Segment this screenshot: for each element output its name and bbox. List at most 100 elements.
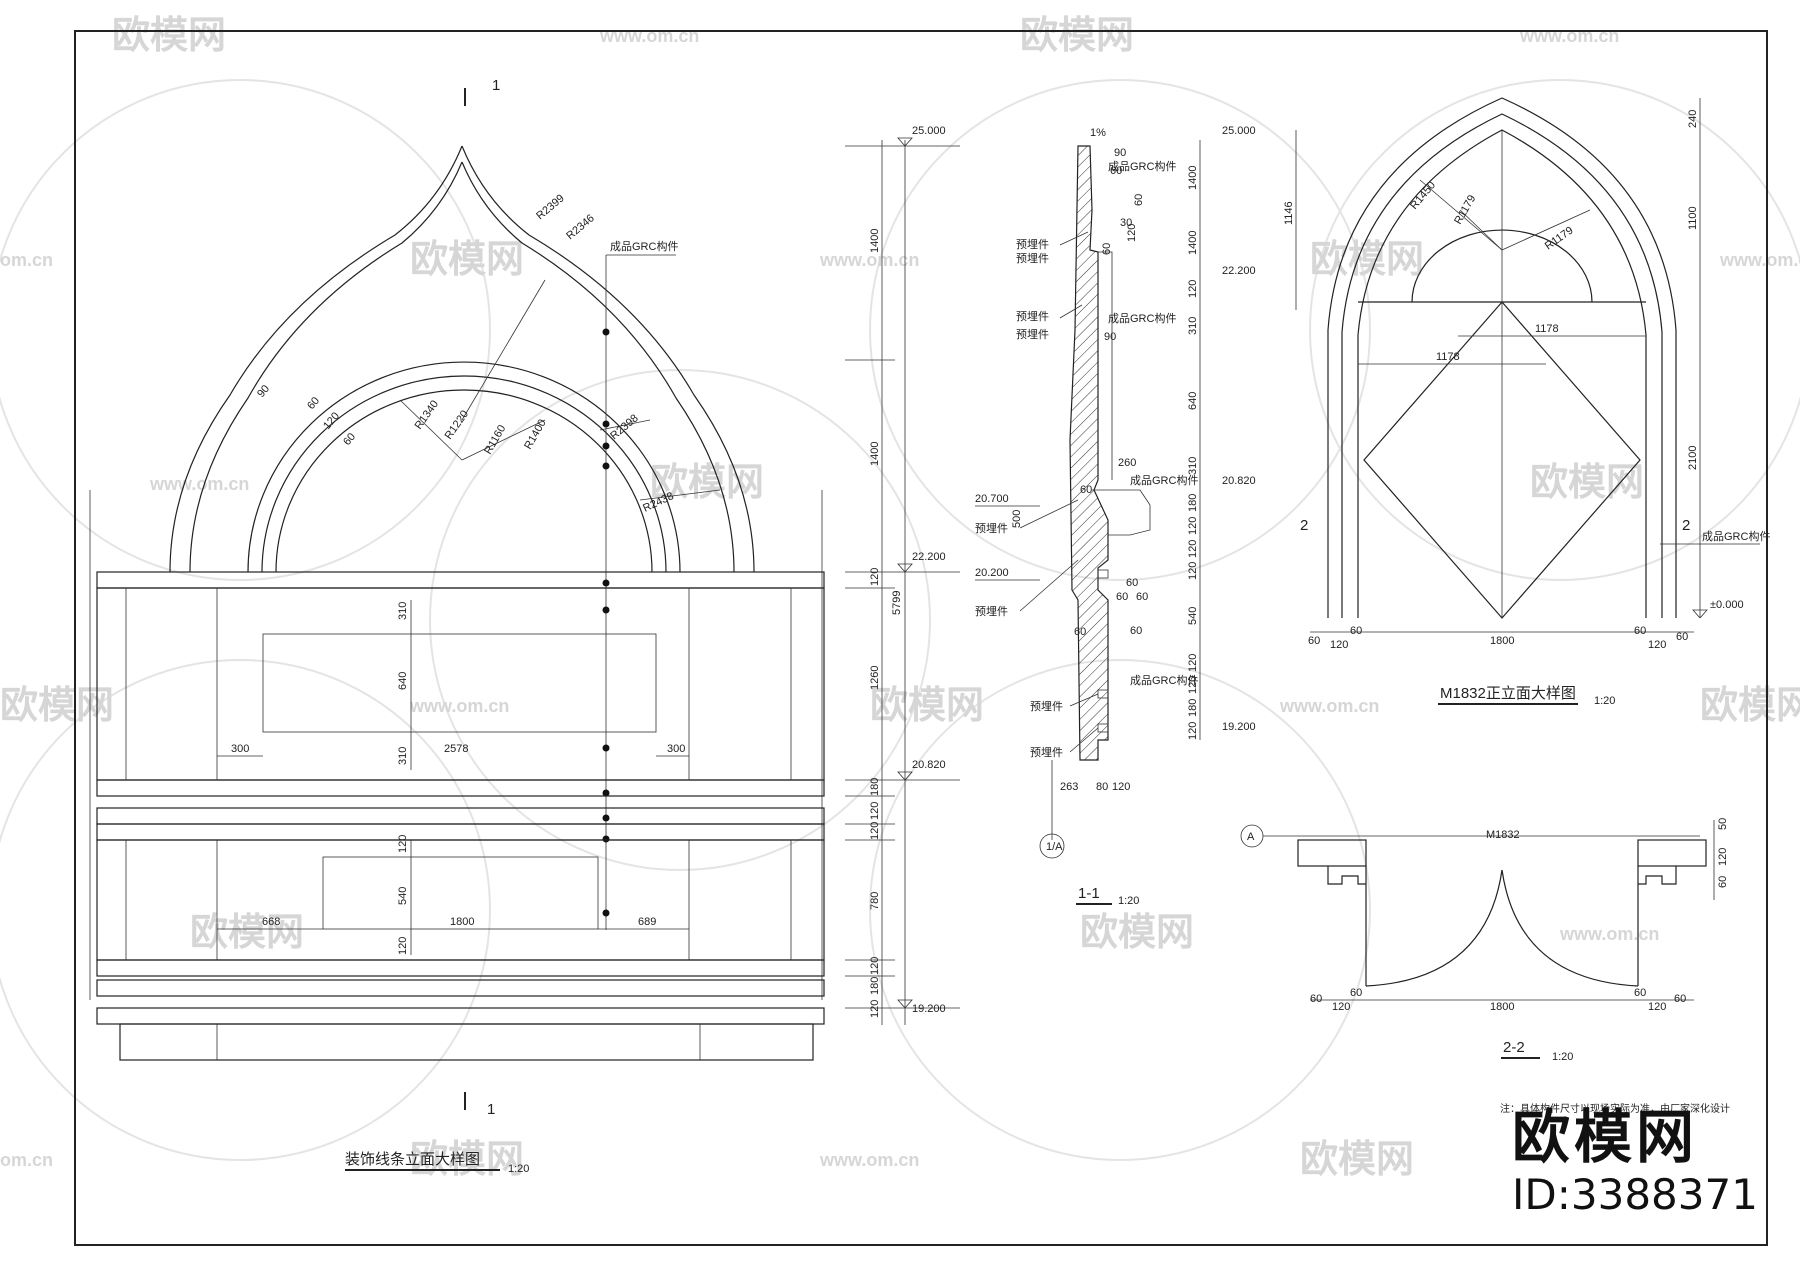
watermark-url: om.cn: [0, 1150, 53, 1170]
slope-label: 1%: [1090, 127, 1106, 139]
callout-label: 成品GRC构件: [1702, 529, 1770, 543]
grid-bubble: 1/A: [1046, 841, 1063, 853]
molding-bands: [96, 571, 825, 1061]
callout-label: 成品GRC构件: [610, 239, 678, 253]
dim-total: 5799: [891, 591, 903, 615]
watermark-url: www.om.cn: [819, 1150, 919, 1170]
watermark-brand: 欧模网: [1020, 15, 1134, 57]
watermark-url: www.om.cn: [1279, 696, 1379, 716]
dim-label: 263: [1060, 781, 1078, 793]
dim-label: 60: [1080, 484, 1092, 496]
dim-label: 120: [1187, 517, 1199, 535]
dim-label: 1400: [1187, 166, 1199, 190]
watermark-brand: 欧模网: [870, 685, 984, 727]
dim-label: 1400: [869, 442, 881, 466]
dim-label: 120: [1187, 676, 1199, 694]
dim-label: 120: [869, 822, 881, 840]
dim-label: 1800: [450, 916, 474, 928]
dim-label: 120: [1330, 639, 1348, 651]
dim-label: 120: [1187, 654, 1199, 672]
dim-label: 120: [1332, 1001, 1350, 1013]
dim-label: 90: [1104, 331, 1116, 343]
watermark-arcs: [0, 79, 1800, 1161]
drawing-scale: 1:20: [508, 1163, 529, 1175]
molding-pilasters: [89, 490, 823, 1060]
brand-id-text: ID:3388371: [1512, 1170, 1758, 1219]
dim-label: 1178: [1535, 323, 1559, 335]
level-label: 25.000: [1222, 125, 1256, 137]
drawing-title: 装饰线条立面大样图: [345, 1151, 480, 1168]
drawing-door-elevation: R1450 R1179 R1179 1178 1178 1800 60 120 …: [1283, 97, 1770, 707]
dim-label: 120: [869, 802, 881, 820]
dim-label: 60: [1116, 591, 1128, 603]
dim-label: 60: [1110, 165, 1122, 177]
watermark-url: www.om.cn: [409, 696, 509, 716]
dim-label: 120: [1187, 280, 1199, 298]
radius-leader: [399, 399, 463, 461]
watermark-url: www.om.cn: [819, 250, 919, 270]
callout-leaders: [1019, 231, 1099, 753]
dim-label: 60: [1634, 625, 1646, 637]
arch-ring-2: [261, 375, 667, 573]
dim-label: 60: [1674, 993, 1686, 1005]
watermark-url: www.om.cn: [1559, 924, 1659, 944]
section-mark-label: 2: [1682, 517, 1690, 534]
dim-label: 60: [1136, 591, 1148, 603]
dim-label: 689: [638, 916, 656, 928]
drawing-section-2-2: A M1832 60 120 60 1800 60 120 60 50 120 …: [1240, 818, 1729, 1063]
dim-label: 50: [1717, 818, 1729, 830]
dim-label: 60: [1074, 626, 1086, 638]
watermark-brand: 欧模网: [1080, 912, 1194, 954]
section-details: [1039, 251, 1151, 859]
dim-label: 60: [1308, 635, 1320, 647]
dim-label: 1400: [1187, 231, 1199, 255]
watermark-brand: 欧模网: [1300, 1139, 1414, 1181]
radius-leader: [1501, 209, 1591, 251]
dim-label: 540: [1187, 607, 1199, 625]
dim-label: 120: [397, 835, 409, 853]
drawing-scale: 1:20: [1118, 895, 1139, 907]
dim-label: 60: [1350, 987, 1362, 999]
watermark-brand: 欧模网: [650, 462, 764, 504]
dim-label: 310: [1187, 457, 1199, 475]
dim-chain-ticks: [845, 145, 960, 1009]
door-swing-left: [1365, 869, 1503, 987]
drawing-molding-elevation: R2399 R2346 R1340 R1220 R1160 R1400 R239…: [89, 77, 960, 1175]
dim-label: 80: [1096, 781, 1108, 793]
dim-label: 60: [1101, 243, 1113, 255]
brand-logo-text: 欧模网: [1512, 1103, 1699, 1171]
dim-label: 60: [1717, 876, 1729, 888]
dim-label: 60: [1126, 577, 1138, 589]
dim-label: 60: [1634, 987, 1646, 999]
level-label: 20.820: [912, 759, 946, 771]
dim-label: 60: [1676, 631, 1688, 643]
drawing-title: M1832正立面大样图: [1440, 685, 1576, 702]
dim-label: 120: [1187, 722, 1199, 740]
radius-label: R1340: [413, 398, 441, 431]
radius-label: R2399: [534, 192, 567, 222]
radius-label: R2346: [564, 212, 597, 242]
radius-leader: [461, 419, 546, 461]
radius-label: R1450: [1408, 179, 1438, 212]
arc-dim: 60: [341, 431, 358, 448]
dim-label: 1800: [1490, 1001, 1514, 1013]
dim-label: 120: [869, 1000, 881, 1018]
jamb-profile: [1327, 866, 1366, 885]
door-jamb-left: [1297, 839, 1367, 867]
dim-label: 1100: [1687, 206, 1699, 230]
radius-leader: [461, 279, 546, 421]
drawing-title: 1-1: [1078, 885, 1100, 902]
watermark-brand: 欧模网: [410, 239, 524, 281]
dim-label: 180: [869, 977, 881, 995]
dim-label: 300: [231, 743, 249, 755]
dim-label: 780: [869, 892, 881, 910]
dim-label: 500: [1011, 510, 1023, 528]
level-marker: [1692, 609, 1708, 619]
jamb-profile: [1638, 866, 1677, 885]
arc-dim: 60: [305, 395, 322, 412]
callout-label: 预埋件: [1030, 746, 1063, 759]
dim-label: 120: [1187, 562, 1199, 580]
watermark-brand: 欧模网: [1530, 462, 1644, 504]
